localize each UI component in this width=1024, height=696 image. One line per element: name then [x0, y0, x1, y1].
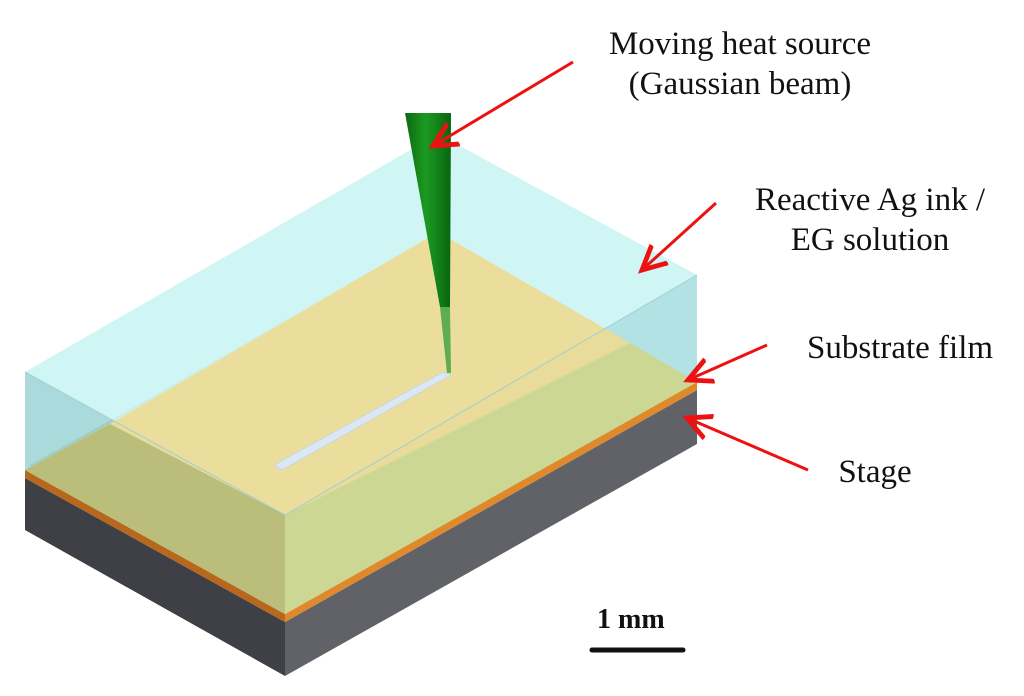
film-left-face: [25, 470, 285, 622]
beam-cone-upper: [405, 113, 451, 307]
film-front-face: [285, 382, 697, 622]
substrate-film: [25, 382, 697, 622]
arrow-stage: [687, 418, 809, 472]
label-stage: Stage: [820, 452, 930, 492]
arrow-heat-source: [433, 60, 574, 146]
silver-track: [273, 371, 452, 471]
label-heat-source: Moving heat source (Gaussian beam): [580, 24, 900, 104]
arrow-substrate-film: [688, 343, 768, 380]
stage-left-face: [25, 478, 285, 676]
label-ink-line2: EG solution: [790, 222, 950, 258]
label-stage-text: Stage: [838, 454, 912, 490]
stage-front-face: [285, 390, 697, 676]
label-substrate-film: Substrate film: [785, 328, 1015, 368]
label-heat-source-line2: (Gaussian beam): [628, 66, 852, 102]
beam-cone-lower: [440, 307, 451, 373]
scale-bar-label: 1 mm: [597, 604, 665, 635]
label-ink-solution: Reactive Ag ink / EG solution: [730, 180, 1010, 260]
label-substrate-text: Substrate film: [806, 330, 994, 366]
substrate-top-through-liquid: [110, 232, 630, 515]
label-ink-line1: Reactive Ag ink /: [754, 182, 986, 218]
stage-block: [25, 390, 697, 676]
arrow-ink-solution: [642, 201, 718, 270]
substrate-through-left-face: [25, 424, 285, 614]
substrate-through-front-face: [285, 343, 697, 614]
annotation-arrows: [433, 60, 809, 472]
label-heat-source-line1: Moving heat source: [608, 26, 872, 62]
gaussian-beam: [405, 113, 451, 373]
